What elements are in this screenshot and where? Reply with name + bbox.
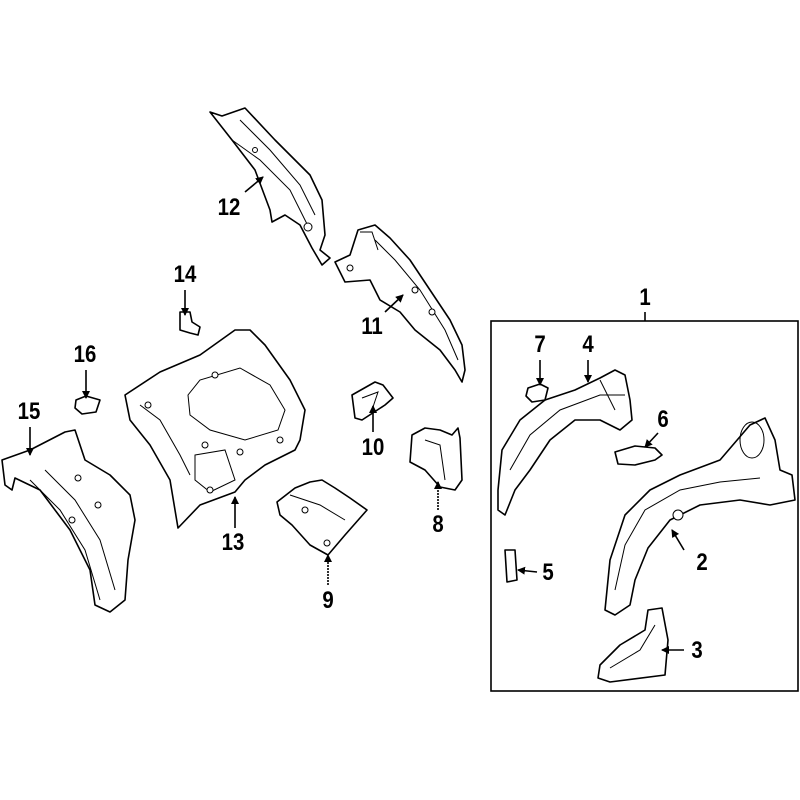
callout-11: 11	[359, 315, 384, 339]
callout-11-text: 11	[361, 313, 383, 340]
callout-12: 12	[216, 196, 243, 220]
callout-3-text: 3	[691, 637, 703, 664]
callout-14: 14	[172, 263, 199, 287]
callout-15-text: 15	[17, 398, 41, 425]
part-2-wheelhouse-outer[interactable]	[604, 417, 796, 616]
callout-16-text: 16	[73, 341, 97, 368]
part-14-bracket[interactable]	[179, 311, 201, 336]
callout-8-text: 8	[432, 511, 444, 538]
callout-12-text: 12	[217, 194, 241, 221]
part-11-rear-rail[interactable]	[334, 224, 466, 383]
part-16-clip[interactable]	[74, 395, 101, 415]
callout-1: 1	[638, 286, 651, 310]
leader-lines	[26, 176, 685, 654]
part-12-upper-rail[interactable]	[209, 107, 331, 266]
part-8-bracket[interactable]	[409, 427, 463, 491]
part-6-bracket[interactable]	[614, 445, 663, 466]
part-10-reinforcement[interactable]	[351, 381, 394, 421]
callout-7: 7	[533, 333, 546, 357]
callout-10-text: 10	[361, 434, 385, 461]
callout-9: 9	[321, 589, 334, 613]
callout-15: 15	[16, 400, 43, 424]
callout-2-text: 2	[696, 549, 708, 576]
callout-3: 3	[690, 639, 703, 663]
callout-13: 13	[220, 531, 247, 555]
callout-5: 5	[541, 561, 554, 585]
part-15-pillar[interactable]	[1, 429, 136, 613]
callout-4: 4	[581, 333, 594, 357]
callout-10: 10	[360, 436, 387, 460]
callout-1-text: 1	[639, 284, 651, 311]
callout-4-text: 4	[582, 331, 594, 358]
callout-6-text: 6	[657, 406, 669, 433]
callout-6: 6	[656, 408, 669, 432]
part-3-extension[interactable]	[597, 607, 669, 683]
callout-2: 2	[695, 551, 708, 575]
callout-14-text: 14	[173, 261, 197, 288]
callout-13-text: 13	[221, 529, 245, 556]
part-5-clip[interactable]	[504, 549, 518, 583]
part-4-wheelhouse-inner[interactable]	[497, 369, 633, 516]
part-9-extension[interactable]	[276, 479, 368, 556]
callout-8: 8	[431, 513, 444, 537]
callout-7-text: 7	[534, 331, 546, 358]
part-7-clip[interactable]	[525, 383, 549, 403]
callout-5-text: 5	[542, 559, 554, 586]
part-13-inner-panel[interactable]	[124, 329, 306, 529]
callout-16: 16	[72, 343, 99, 367]
callout-9-text: 9	[322, 587, 334, 614]
